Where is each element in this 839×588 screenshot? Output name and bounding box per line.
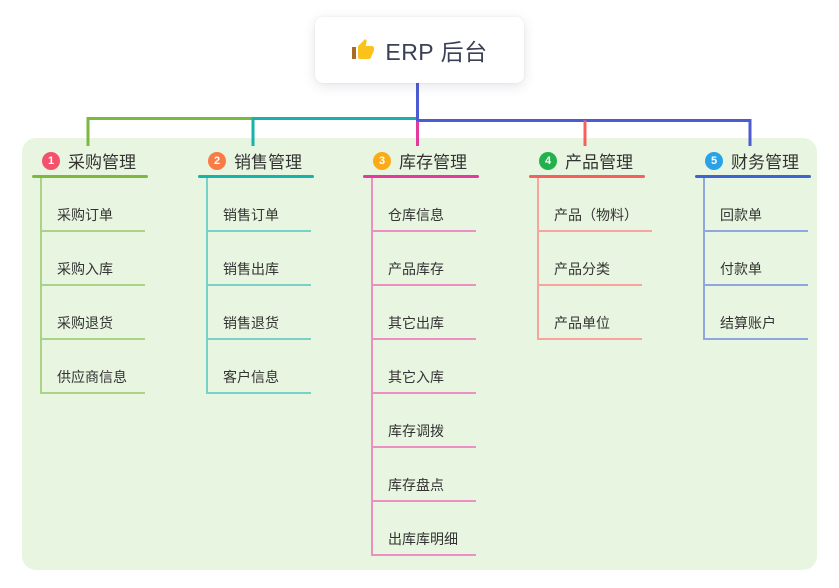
child-node[interactable]: 销售订单	[206, 178, 311, 232]
branch-child-connector	[703, 178, 705, 340]
child-node[interactable]: 采购订单	[40, 178, 145, 232]
root-label: ERP 后台	[385, 39, 488, 65]
thumbs-up-icon	[352, 39, 375, 59]
child-node[interactable]: 付款单	[703, 232, 808, 286]
branch-underline	[32, 175, 148, 178]
branch-child-connector	[40, 178, 42, 394]
branch-label: 销售管理	[234, 153, 302, 172]
branch-number-badge: 3	[373, 151, 391, 170]
branch-children: 产品（物料） 产品分类产品单位	[537, 178, 652, 340]
child-node[interactable]: 销售出库	[206, 232, 311, 286]
branch-children: 仓库信息产品库存其它出库其它入库库存调拨库存盘点出库库明细	[371, 178, 479, 556]
branch-children: 采购订单采购入库采购退货供应商信息	[40, 178, 148, 394]
branch-header[interactable]: 5 财务管理	[695, 146, 811, 175]
child-node[interactable]: 采购退货	[40, 286, 145, 340]
branch-underline	[363, 175, 479, 178]
child-label: 客户信息	[223, 369, 279, 385]
child-label: 采购入库	[57, 261, 113, 277]
branch-child-connector	[371, 178, 373, 556]
child-node[interactable]: 结算账户	[703, 286, 808, 340]
branch-1: 1 采购管理采购订单采购入库采购退货供应商信息	[32, 146, 148, 394]
branch-label: 库存管理	[399, 153, 467, 172]
branch-4: 4 产品管理产品（物料） 产品分类产品单位	[529, 146, 652, 340]
child-label: 库存盘点	[388, 477, 444, 493]
child-label: 销售订单	[223, 207, 279, 223]
branch-child-connector	[537, 178, 539, 340]
child-node[interactable]: 回款单	[703, 178, 808, 232]
child-label: 产品（物料）	[554, 207, 638, 223]
child-node[interactable]: 其它入库	[371, 340, 476, 394]
branch-label: 产品管理	[565, 153, 633, 172]
child-label: 采购退货	[57, 315, 113, 331]
branch-header[interactable]: 3 库存管理	[363, 146, 479, 175]
child-node[interactable]: 产品库存	[371, 232, 476, 286]
child-label: 销售出库	[223, 261, 279, 277]
child-node[interactable]: 供应商信息	[40, 340, 145, 394]
child-node[interactable]: 产品（物料）	[537, 178, 652, 232]
branch-header[interactable]: 1 采购管理	[32, 146, 148, 175]
child-label: 供应商信息	[57, 369, 127, 385]
child-label: 其它入库	[388, 369, 444, 385]
branch-child-connector	[206, 178, 208, 394]
branch-3: 3 库存管理仓库信息产品库存其它出库其它入库库存调拨库存盘点出库库明细	[363, 146, 479, 556]
child-node[interactable]: 库存调拨	[371, 394, 476, 448]
child-label: 采购订单	[57, 207, 113, 223]
branch-5: 5 财务管理回款单付款单结算账户	[695, 146, 811, 340]
child-node[interactable]: 采购入库	[40, 232, 145, 286]
branch-header[interactable]: 2 销售管理	[198, 146, 314, 175]
branch-2: 2 销售管理销售订单销售出库销售退货客户信息	[198, 146, 314, 394]
child-label: 出库库明细	[388, 531, 458, 547]
child-label: 结算账户	[720, 315, 776, 331]
branch-underline	[695, 175, 811, 178]
child-label: 产品库存	[388, 261, 444, 277]
child-node[interactable]: 产品单位	[537, 286, 642, 340]
branch-label: 采购管理	[68, 153, 136, 172]
child-label: 销售退货	[223, 315, 279, 331]
child-node[interactable]: 库存盘点	[371, 448, 476, 502]
child-node[interactable]: 出库库明细	[371, 502, 476, 556]
child-label: 其它出库	[388, 315, 444, 331]
branch-underline	[529, 175, 645, 178]
child-node[interactable]: 其它出库	[371, 286, 476, 340]
child-node[interactable]: 客户信息	[206, 340, 311, 394]
child-label: 库存调拨	[388, 423, 444, 439]
child-node[interactable]: 仓库信息	[371, 178, 476, 232]
branch-number-badge: 1	[42, 151, 60, 170]
child-label: 付款单	[720, 261, 762, 277]
child-label: 回款单	[720, 207, 762, 223]
branch-number-badge: 5	[705, 151, 723, 170]
branch-children: 回款单付款单结算账户	[703, 178, 811, 340]
child-node[interactable]: 产品分类	[537, 232, 642, 286]
child-label: 仓库信息	[388, 207, 444, 223]
branch-underline	[198, 175, 314, 178]
child-label: 产品分类	[554, 261, 610, 277]
branch-children: 销售订单销售出库销售退货客户信息	[206, 178, 314, 394]
child-label: 产品单位	[554, 315, 610, 331]
branch-label: 财务管理	[731, 153, 799, 172]
branches-panel	[22, 138, 817, 570]
root-node[interactable]: ERP 后台	[315, 17, 524, 83]
branch-header[interactable]: 4 产品管理	[529, 146, 652, 175]
child-node[interactable]: 销售退货	[206, 286, 311, 340]
branch-number-badge: 2	[208, 151, 226, 170]
branch-number-badge: 4	[539, 151, 557, 170]
